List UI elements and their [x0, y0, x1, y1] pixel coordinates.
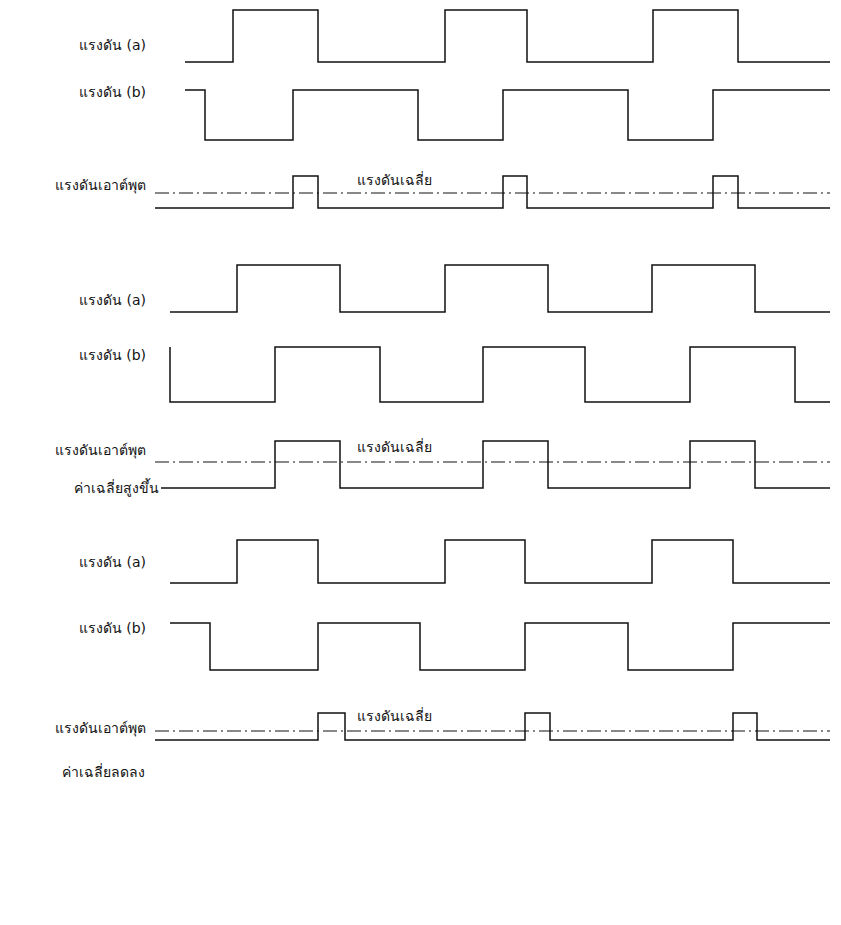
output-wave [155, 713, 830, 740]
note-text: ค่าเฉลี่ยสูงขึ้น [72, 479, 161, 497]
average-line [155, 193, 830, 194]
signal-name: แรงดัน (a) [77, 553, 148, 571]
signal-name: แรงดันเอาต์พุต [53, 719, 148, 737]
average-label: แรงดันเฉลี่ย [355, 438, 434, 456]
signal-name: แรงดัน (b) [77, 619, 148, 637]
signal-name: แรงดัน (a) [77, 36, 148, 54]
average-label: แรงดันเฉลี่ย [355, 171, 434, 189]
voltage-b-wave [170, 347, 830, 402]
signal-name: แรงดัน (a) [77, 291, 148, 309]
output-wave [155, 441, 830, 488]
output-wave [155, 176, 830, 208]
average-label: แรงดันเฉลี่ย [355, 707, 434, 725]
signal-name: แรงดันเอาต์พุต [53, 176, 148, 194]
average-line [155, 731, 830, 732]
average-line [155, 462, 830, 463]
voltage-b-wave [185, 90, 830, 140]
signal-name: แรงดันเอาต์พุต [53, 441, 148, 459]
voltage-a-wave [170, 540, 830, 583]
note-text: ค่าเฉลี่ยลดลง [60, 763, 147, 781]
voltage-b-wave [170, 623, 830, 670]
voltage-a-wave [170, 265, 830, 312]
voltage-a-wave [185, 10, 830, 62]
signal-name: แรงดัน (b) [77, 83, 148, 101]
signal-name: แรงดัน (b) [77, 346, 148, 364]
